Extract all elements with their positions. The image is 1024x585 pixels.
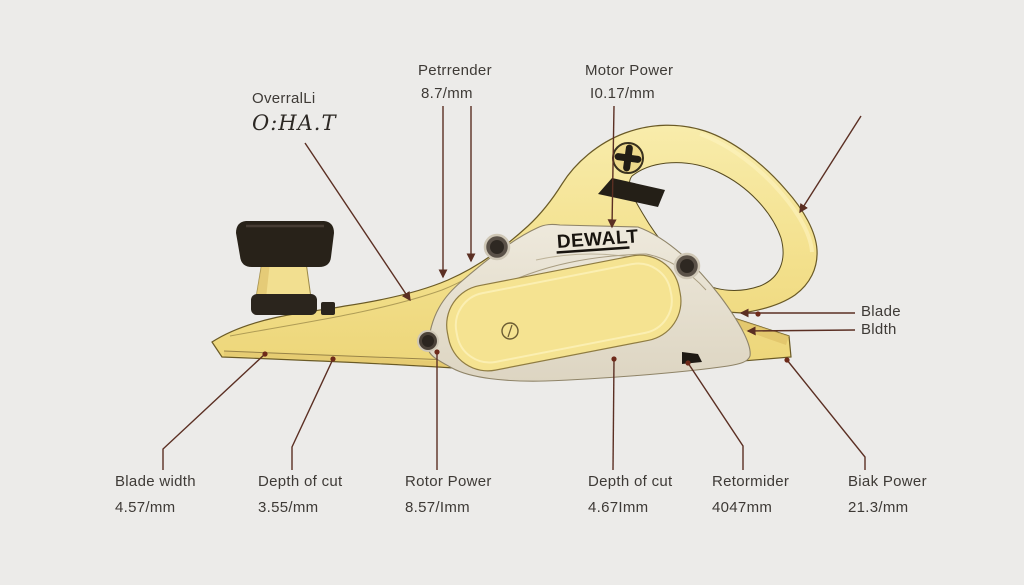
callout-title: Depth of cut [588,473,673,490]
callout-title: OverralLi [252,90,316,107]
leader-blade-width [162,353,266,470]
leader-retormider [687,362,744,470]
callout-title: Biak Power [848,473,927,490]
housing-screw-icon [673,252,701,280]
callout-blade: Blade [861,303,901,320]
leader-lines [162,105,866,471]
callout-title: Retormider [712,473,790,490]
leader-biak-power [786,359,866,470]
brand-logo: DEWALT [556,226,639,254]
callout-title: Rotor Power [405,473,492,490]
callout-value: 8.7/mm [421,85,473,102]
belt-cover [446,254,682,372]
side-button [321,302,335,315]
callout-value: I0.17/mm [590,85,655,102]
callout-value: 4047mm [712,499,773,516]
handle-grip-hole [628,162,784,291]
callout-petrrender: Petrrender 8.7/mm [418,62,492,102]
leader-handle [799,115,862,214]
callout-value: 3.55/mm [258,499,319,516]
housing-screw-icon [417,330,439,352]
depth-knob-cap [236,221,334,267]
callout-title: Blade [861,303,901,320]
callout-value: 4.57/mm [115,499,176,516]
callout-title: Depth of cut [258,473,343,490]
callout-rotor-power: Rotor Power 8.57/Imm [405,473,492,516]
callout-title: Bldth [861,321,897,338]
callout-title: Petrrender [418,62,492,79]
callout-value: O:HA.T [252,111,337,135]
callout-retormider: Retormider 4047mm [712,473,789,516]
knob-collar [251,294,317,315]
callout-bldth: Bldth [861,321,897,338]
leader-bldth [746,326,856,336]
callout-blade-width: Blade width 4.57/mm [115,473,196,516]
callout-biak-power: Biak Power 21.3/mm [848,473,927,516]
callout-depth-of-cut-2: Depth of cut 4.67Imm [588,473,672,516]
leader-overall [304,142,411,302]
callout-title: Blade width [115,473,196,490]
front-knob [236,221,335,315]
callout-title: Motor Power [585,62,674,79]
callout-value: 21.3/mm [848,499,909,516]
leader-depth-1 [291,358,334,470]
leader-motor-power [607,105,617,229]
belt-cover-emblem [501,322,519,340]
callout-overall: OverralLi O:HA.T [252,90,336,135]
leader-depth-2 [612,358,615,471]
callout-value: 8.57/Imm [405,499,470,516]
leader-dots [262,311,790,366]
callout-motor-power: Motor Power I0.17/mm [585,62,673,102]
housing-screw-icon [483,233,511,261]
trigger [598,178,665,207]
callout-depth-of-cut-1: Depth of cut 3.55/mm [258,473,342,516]
callout-value: 4.67Imm [588,499,649,516]
handle-screw-icon [612,142,644,174]
